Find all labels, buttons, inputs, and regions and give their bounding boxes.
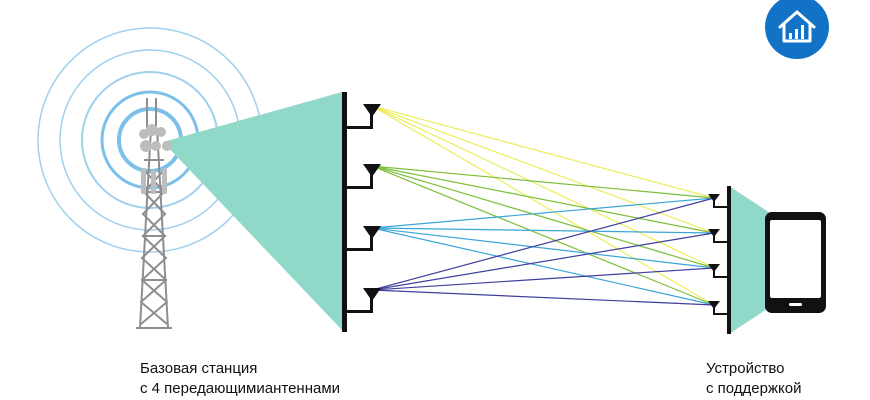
antenna-icon [708,264,728,278]
antenna-icon [708,301,728,315]
base-station-caption-line-1: Базовая станция [140,360,258,377]
signal-path [371,165,715,199]
cell-tower-icon [136,98,172,329]
antenna-icon [347,104,381,129]
antenna-icon [708,194,728,208]
tx-antennas [347,104,381,313]
home-signal-icon [765,0,829,59]
signal-path [371,289,715,306]
signal-path [371,227,715,306]
signal-path [371,197,715,291]
signal-paths [371,105,715,306]
signal-path [371,165,715,269]
base-station-caption: Базовая станция с 4 передающимиантеннами [140,359,340,399]
signal-path [371,105,715,234]
rx-antennas [708,194,728,315]
antenna-icon [347,288,381,313]
signal-path [371,105,715,199]
rx-antenna-array [727,186,731,334]
tower-beam [163,92,342,330]
signal-path [371,197,715,229]
signal-path [371,227,715,234]
signal-path [371,267,715,291]
signal-path [371,165,715,234]
signal-path [371,232,715,291]
device-caption-line-1: Устройство [706,360,785,377]
antenna-icon [347,226,381,251]
signal-path [371,105,715,269]
antenna-icon [708,229,728,243]
antenna-icon [347,164,381,189]
smartphone-icon [765,212,826,313]
tx-antenna-array [342,92,347,332]
signal-path [371,227,715,269]
device-caption-line-2: с поддержкой [706,380,802,397]
base-station-caption-line-2: с 4 передающимиантеннами [140,380,341,397]
device-caption: Устройство с поддержкой [706,359,801,399]
signal-path [371,105,715,306]
device-beam [729,186,770,334]
signal-path [371,165,715,306]
